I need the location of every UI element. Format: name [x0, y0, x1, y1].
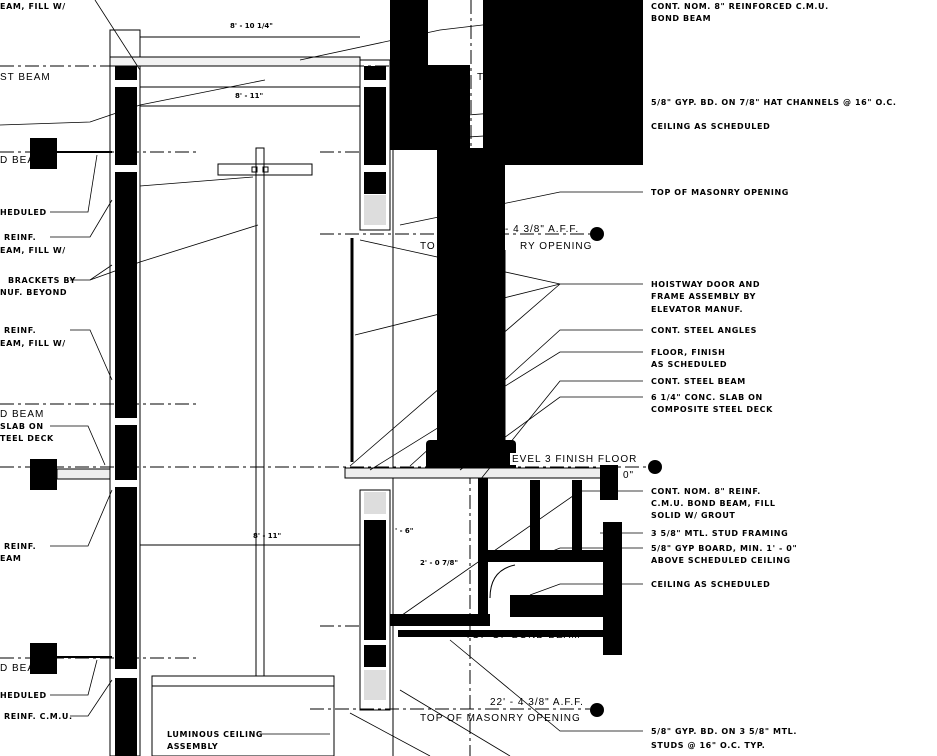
right-note: FRAME ASSEMBLY BY [651, 292, 756, 301]
left-note: REINF. [4, 326, 36, 335]
level-mark: F BOND BEAM [505, 156, 585, 167]
right-note: CONT. STEEL ANGLES [651, 326, 757, 335]
level-mark-bg [510, 453, 630, 465]
right-note: 6 1/4" CONC. SLAB ON [651, 393, 763, 402]
right-note: FLOOR, FINISH [651, 348, 725, 357]
dimension-text: 8' - 10 1/4" [230, 22, 273, 30]
left-cmu-wall [109, 29, 141, 756]
dimension-text: 8' - 11" [253, 532, 281, 540]
left-note: BRACKETS BY [8, 276, 76, 285]
right-note: CONT. NOM. 8" REINF. [651, 487, 761, 496]
left-note: EAM, FILL W/ [0, 246, 66, 255]
left-note: D BEAM [0, 155, 44, 166]
level-mark: EVEL 3 FINISH FLOOR [512, 454, 637, 465]
right-note: 5/8" GYP. BD. ON 3 5/8" MTL. [651, 727, 797, 736]
right-note: COMPOSITE STEEL DECK [651, 405, 773, 414]
right-note: AS SCHEDULED [651, 360, 727, 369]
level-mark: - 4 3/8" A.F.F. [505, 224, 579, 235]
light-fixture [151, 147, 335, 756]
annotation-labels: EAM, FILL W/ST BEAM D BEAM HEDULED REINF. EA… [0, 2, 896, 751]
left-note: SLAB ON [0, 422, 44, 431]
level-markers [590, 145, 662, 717]
left-note: HEDULED [0, 208, 47, 217]
dimension-text: 2' - 0 7/8" [420, 559, 458, 567]
right-note: STUDS @ 16" O.C. TYP. [651, 741, 765, 750]
left-embed-plates [30, 138, 112, 674]
level-mark: T [477, 72, 484, 83]
right-note: CONT. STEEL BEAM [651, 377, 746, 386]
left-note: ASSEMBLY [167, 742, 218, 751]
left-note: EAM [0, 554, 21, 563]
left-note: REINF. [4, 542, 36, 551]
left-note: LUMINOUS CEILING [167, 730, 263, 739]
left-note: EAM, FILL W/ [0, 2, 66, 11]
level-mark: 0" [623, 470, 634, 481]
right-note: ELEVATOR MANUF. [651, 305, 743, 314]
right-note: HOISTWAY DOOR AND [651, 280, 760, 289]
right-note: CEILING AS SCHEDULED [651, 122, 770, 131]
right-note: 5/8" GYP BOARD, MIN. 1' - 0" [651, 544, 797, 553]
dimension-text: ' - 6" [395, 527, 413, 535]
right-note: ABOVE SCHEDULED CEILING [651, 556, 791, 565]
right-note: SOLID W/ GROUT [651, 511, 735, 520]
right-note: 3 5/8" MTL. STUD FRAMING [651, 529, 788, 538]
level-mark: RY OPENING [520, 241, 592, 252]
level-mark: TOP OF MASONRY OPENING [420, 713, 581, 724]
right-note: CONT. NOM. 8" REINFORCED C.M.U. [651, 2, 829, 11]
left-note: NUF. BEYOND [0, 288, 67, 297]
leader-lines [0, 0, 644, 756]
left-note: REINF. C.M.U. [4, 712, 73, 721]
left-note: REINF. [4, 233, 36, 242]
right-note: 5/8" GYP. BD. ON 7/8" HAT CHANNELS @ 16"… [651, 98, 896, 107]
dimension-text: 8' - 11" [235, 92, 263, 100]
right-note: CEILING AS SCHEDULED [651, 580, 770, 589]
left-note: ST BEAM [0, 72, 51, 83]
level-mark: TOP OF BOND BEAM [465, 630, 581, 641]
right-note: BOND BEAM [651, 14, 711, 23]
left-note: TEEL DECK [0, 434, 54, 443]
left-note: D BEAM [0, 409, 44, 420]
top-beam [109, 36, 361, 546]
right-note: C.M.U. BOND BEAM, FILL [651, 499, 776, 508]
level-mark: 22' - 4 3/8" A.F.F. [490, 697, 584, 708]
hoistway-structure [344, 0, 643, 655]
right-note: TOP OF MASONRY OPENING [651, 188, 789, 197]
left-note: HEDULED [0, 691, 47, 700]
left-note: EAM, FILL W/ [0, 339, 66, 348]
left-note: D BEAM [0, 663, 44, 674]
level-mark: TO [420, 241, 436, 252]
